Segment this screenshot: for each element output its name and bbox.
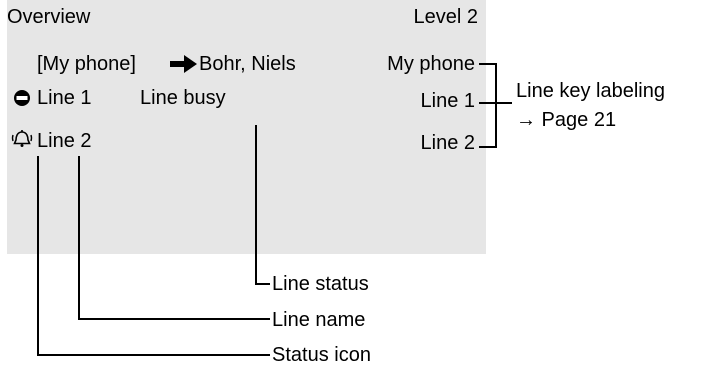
annotation-line-name: Line name <box>272 309 366 331</box>
line1-status: Line busy <box>140 87 226 109</box>
line1-name: Line 1 <box>37 87 92 109</box>
annotation-page-ref: → Page 21 <box>516 109 617 131</box>
line2-name: Line 2 <box>37 130 92 152</box>
forward-source: [My phone] <box>37 53 136 75</box>
forward-target: Bohr, Niels <box>199 53 296 75</box>
arrow-right-icon <box>170 54 198 79</box>
display-title: Overview <box>7 6 91 28</box>
busy-icon <box>13 89 31 112</box>
ringing-bell-icon <box>11 129 33 154</box>
phone-display <box>7 0 486 254</box>
annotation-line-status: Line status <box>272 273 369 295</box>
key-label-line2: Line 2 <box>420 132 476 154</box>
key-label-my-phone: My phone <box>387 53 475 75</box>
annotation-key-labeling: Line key labeling <box>516 80 665 102</box>
annotation-status-icon: Status icon <box>272 344 371 366</box>
key-label-line1: Line 1 <box>420 90 476 112</box>
level-indicator: Level 2 <box>413 6 479 28</box>
